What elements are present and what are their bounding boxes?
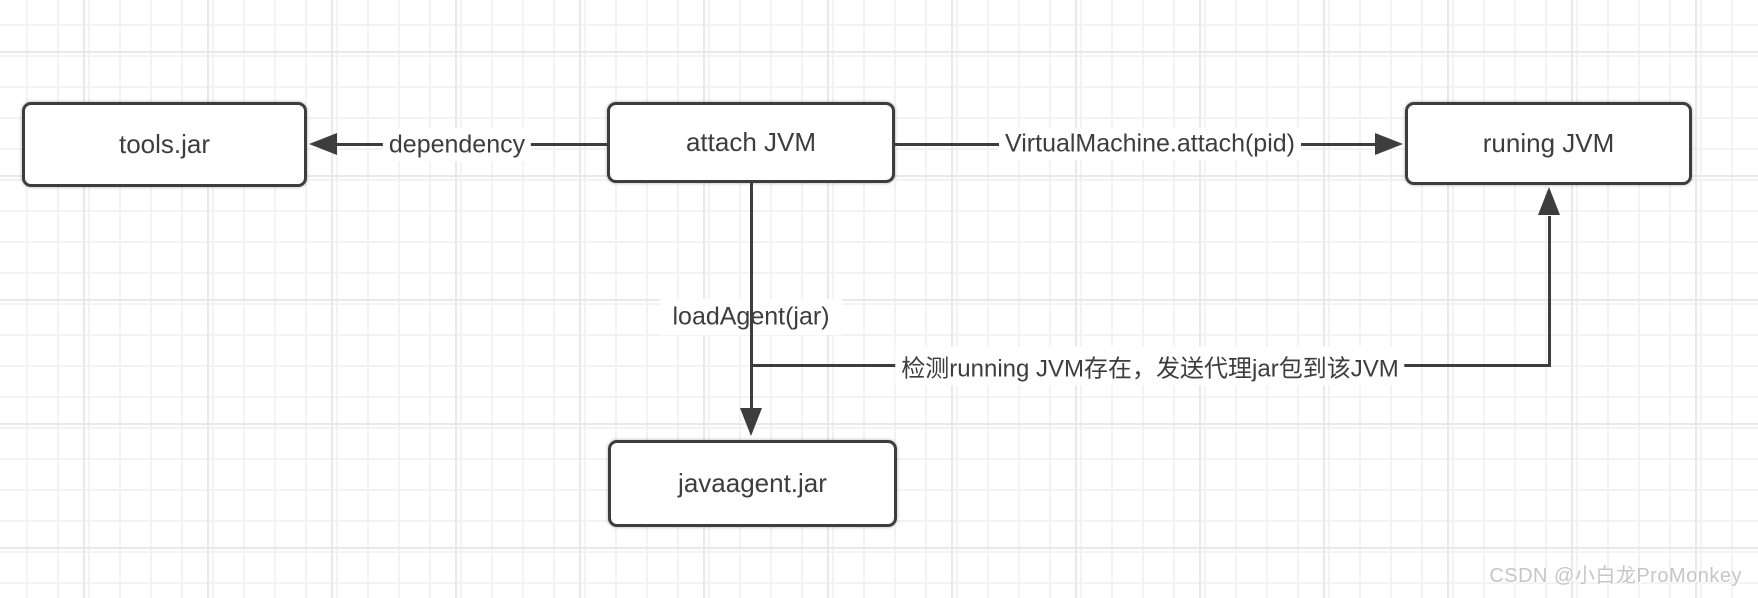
load-agent-arrowhead-down-icon [740, 408, 762, 436]
node-runing-jvm: runing JVM [1405, 102, 1692, 185]
node-attach-jvm: attach JVM [607, 102, 895, 183]
node-runing-jvm-label: runing JVM [1482, 128, 1615, 158]
detect-edge-line-vertical [1548, 216, 1551, 367]
node-javaagent-jar-label: javaagent.jar [678, 468, 827, 498]
load-agent-edge-label: loadAgent(jar) [672, 302, 830, 331]
dependency-arrowhead-left-icon [309, 133, 337, 155]
detect-edge-label: 检测running JVM存在，发送代理jar包到该JVM [895, 346, 1405, 386]
dependency-edge-label: dependency [382, 128, 532, 162]
csdn-watermark: CSDN @小白龙ProMonkey [1489, 565, 1742, 587]
node-tools-jar-label: tools.jar [118, 129, 211, 159]
load-agent-edge-line [750, 183, 753, 410]
node-javaagent-jar: javaagent.jar [608, 440, 897, 527]
vm-attach-arrowhead-right-icon [1375, 133, 1403, 155]
node-attach-jvm-label: attach JVM [685, 127, 817, 157]
node-tools-jar: tools.jar [22, 102, 307, 187]
vm-attach-edge-label: VirtualMachine.attach(pid) [999, 127, 1301, 161]
detect-arrowhead-up-icon [1538, 187, 1560, 215]
